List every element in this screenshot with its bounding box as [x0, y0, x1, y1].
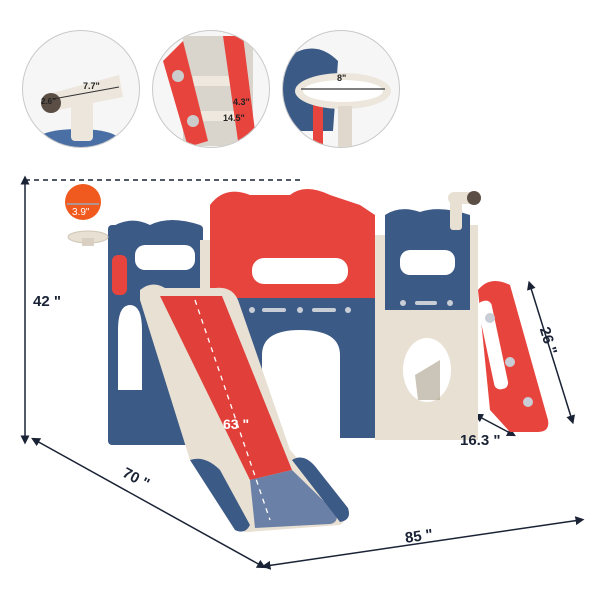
- telescope-diameter-label: 2.6": [41, 97, 56, 106]
- ladder-step-width-label: 14.5": [223, 113, 245, 123]
- hoop-diameter-label: 8": [337, 73, 347, 83]
- inset-telescope: 7.7" 2.6": [22, 30, 140, 148]
- height-dimension-label: 42 ": [33, 293, 61, 310]
- telescope-length-label: 7.7": [83, 81, 100, 91]
- ladder-base-dimension-label: 16.3 ": [460, 432, 501, 449]
- ball-diameter-label: 3.9": [72, 207, 90, 218]
- slide-length-label: 63 ": [223, 416, 250, 432]
- ladder-step-height-label: 4.3": [233, 97, 250, 107]
- inset-basketball-hoop: 8": [282, 30, 400, 148]
- inset-ladder: 4.3" 14.5": [152, 30, 270, 148]
